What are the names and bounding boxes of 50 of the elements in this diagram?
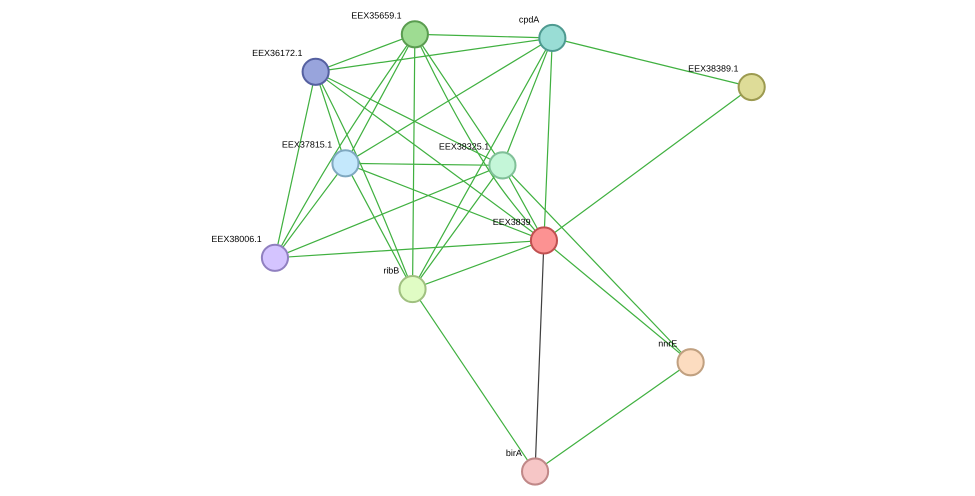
node-circle [398, 274, 426, 304]
connector [280, 44, 408, 246]
node-label: EEX38006.1 [210, 234, 262, 244]
node-circle [538, 24, 566, 52]
connector [553, 248, 680, 354]
connector [554, 94, 741, 234]
connector [510, 174, 682, 354]
connector [327, 38, 402, 68]
node-circle [301, 58, 330, 86]
connector [326, 77, 491, 160]
connector [288, 240, 530, 258]
connector [545, 369, 680, 464]
connector [356, 44, 541, 157]
node-circle [737, 72, 766, 102]
node-circle [520, 457, 549, 486]
node-label: ribB [382, 265, 399, 276]
connector [418, 300, 528, 461]
connector [564, 40, 738, 84]
node-label: birA [505, 448, 522, 458]
connector [543, 51, 552, 228]
node-label: EEX36172.1 [252, 48, 302, 58]
node-circle [529, 226, 558, 255]
node-circle [400, 20, 428, 48]
connector [282, 174, 338, 248]
connector [534, 254, 544, 458]
connector [357, 168, 532, 236]
connector [420, 46, 536, 231]
connector [358, 162, 489, 166]
connector [424, 244, 532, 286]
connector [418, 49, 546, 278]
connector [326, 79, 534, 234]
connector [419, 176, 495, 279]
node-label: EEX35659.1 [350, 10, 402, 21]
connector [428, 34, 539, 38]
connector [350, 46, 409, 152]
connector [412, 48, 415, 276]
connector [286, 170, 490, 254]
node-circle [260, 244, 289, 272]
connector [350, 174, 406, 278]
connector [328, 39, 539, 71]
connector [320, 83, 408, 277]
node-label: EEX38389.1 [688, 63, 738, 74]
connector [506, 50, 548, 154]
node-circle [488, 151, 516, 180]
node-circle [330, 149, 360, 178]
connector [276, 84, 313, 246]
connector [318, 84, 342, 151]
node-label: cpdA [518, 14, 539, 24]
connector [421, 44, 495, 154]
node-circle [676, 348, 704, 376]
